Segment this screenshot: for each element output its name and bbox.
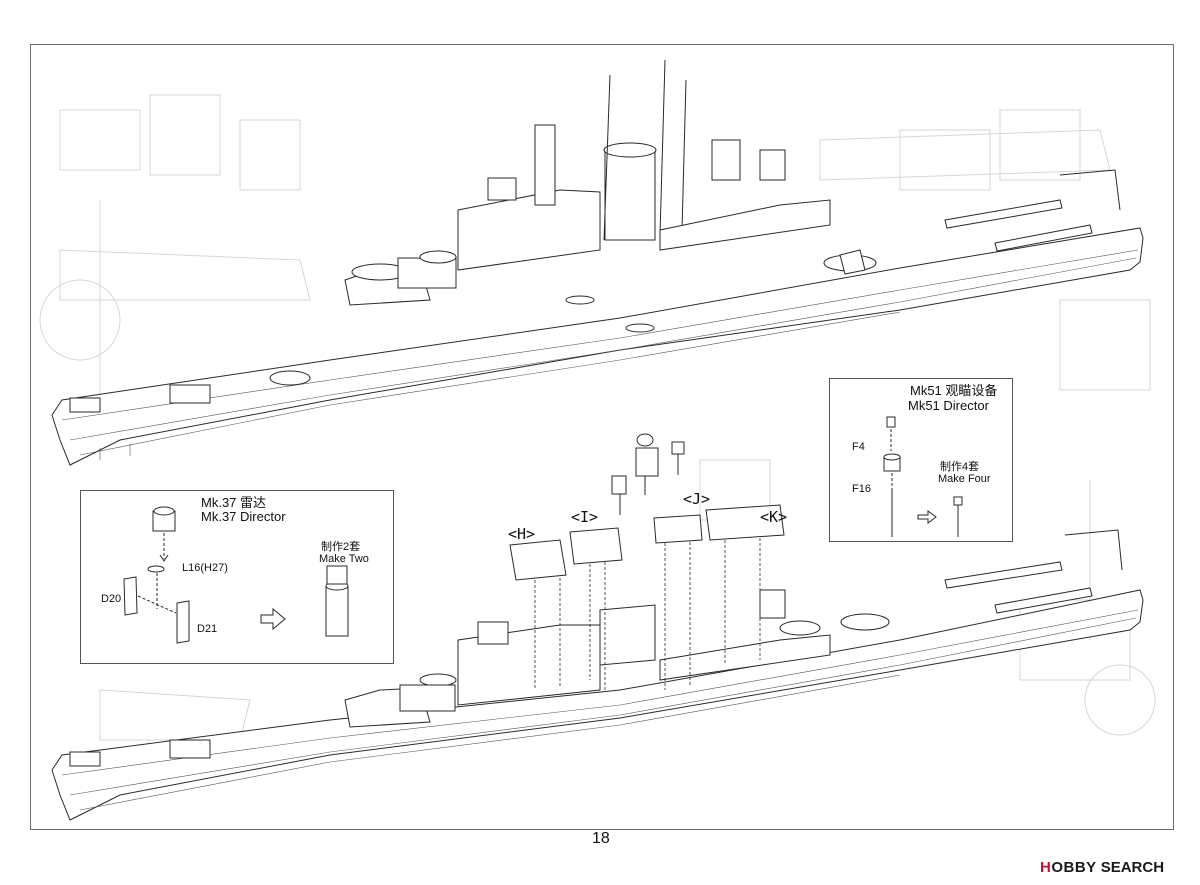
- lower-superstructure: [69, 529, 1123, 767]
- watermark-logo: HOBBY: [1040, 858, 1097, 876]
- mk51-title-cn: Mk51 观瞄设备: [910, 383, 998, 398]
- mk51-make-en: Make Four: [938, 473, 991, 485]
- callout-mk51-director: Mk51 观瞄设备 Mk51 Director F4 F16 制作4套 Make…: [829, 378, 1013, 542]
- mk37-parts-drawing: [123, 506, 349, 644]
- exploded-parts: [509, 433, 785, 581]
- mk51-make-cn: 制作4套: [940, 461, 980, 473]
- annotation-j: <J>: [683, 490, 711, 508]
- assembly-leader-lines: [534, 538, 761, 690]
- annotation-i: <I>: [571, 508, 599, 526]
- annotation-k: <K>: [760, 508, 788, 526]
- mk37-title-cn: Mk.37 雷达: [201, 495, 267, 510]
- mk51-part-f16: F16: [852, 483, 871, 495]
- mk37-part-d21: D21: [197, 623, 218, 635]
- mk37-part-d20: D20: [101, 593, 122, 605]
- page-number: 18: [592, 830, 610, 847]
- hobby-search-watermark: HOBBY SEARCH: [1040, 856, 1164, 878]
- callout-mk37-director: Mk.37 雷达 Mk.37 Director L16(H27) D20 D21…: [80, 490, 394, 664]
- watermark-search-text: SEARCH: [1100, 858, 1165, 876]
- upper-hull: [51, 227, 1144, 466]
- mk51-part-f4: F4: [852, 441, 865, 453]
- upper-superstructure: [69, 59, 1121, 413]
- mk37-part-l16: L16(H27): [182, 562, 228, 574]
- mk37-make-en: Make Two: [319, 553, 369, 565]
- mk51-title-en: Mk51 Director: [908, 398, 989, 413]
- mk51-parts-drawing: [883, 416, 963, 537]
- annotation-h: <H>: [508, 525, 536, 543]
- lower-hull: [51, 589, 1144, 821]
- mk37-make-cn: 制作2套: [321, 541, 361, 553]
- mk37-title-en: Mk.37 Director: [201, 509, 286, 524]
